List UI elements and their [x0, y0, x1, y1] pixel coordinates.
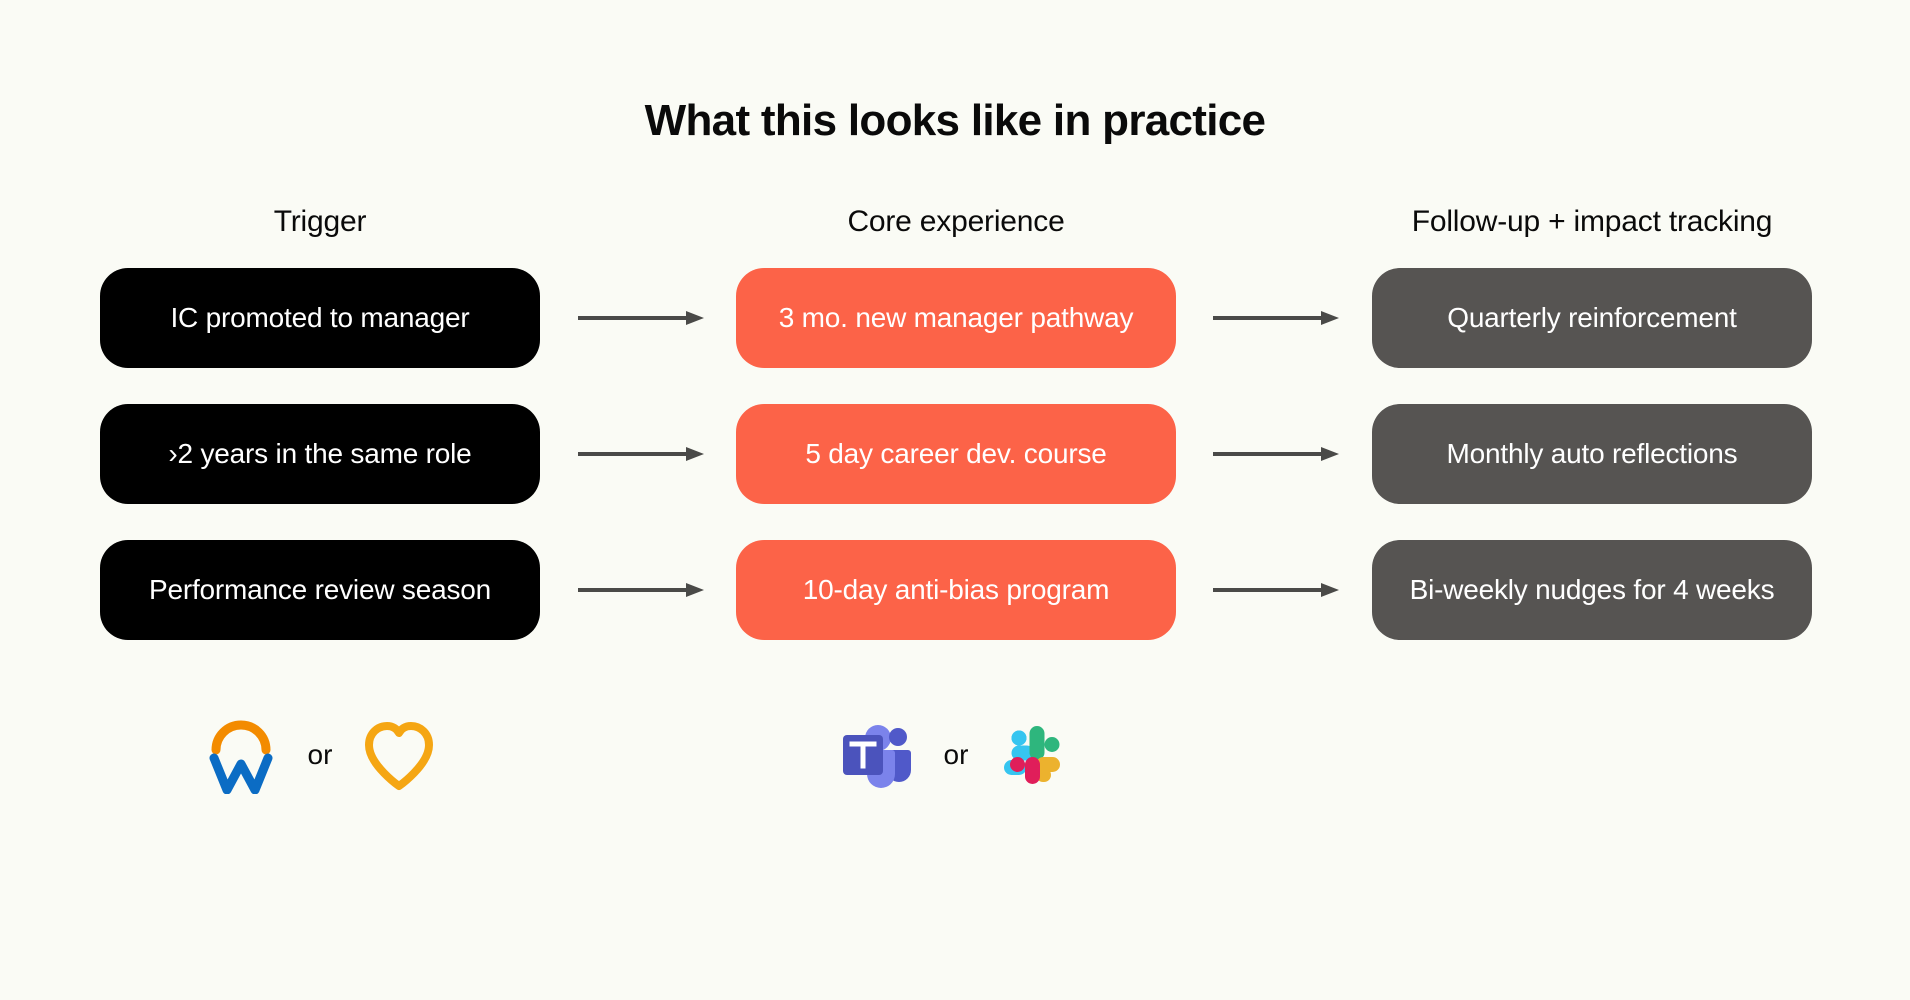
- core-experience-pill[interactable]: 3 mo. new manager pathway: [736, 268, 1176, 368]
- pipeline-row: ›2 years in the same role 5 day career d…: [0, 404, 1910, 540]
- trigger-pill[interactable]: IC promoted to manager: [100, 268, 540, 368]
- arrow-right-icon: [1213, 582, 1341, 598]
- trigger-source-logos: or: [100, 710, 540, 800]
- pipeline-grid: IC promoted to manager 3 mo. new manager…: [0, 268, 1910, 676]
- workday-logo-icon[interactable]: [202, 716, 280, 794]
- arrow-right-icon: [1213, 310, 1341, 326]
- column-header-core-experience: Core experience: [847, 205, 1065, 238]
- column-header-followup: Follow-up + impact tracking: [1411, 205, 1773, 238]
- page-title: What this looks like in practice: [644, 96, 1266, 145]
- hibob-heart-logo-icon[interactable]: [360, 716, 438, 794]
- followup-pill[interactable]: Quarterly reinforcement: [1372, 268, 1812, 368]
- pipeline-row: IC promoted to manager 3 mo. new manager…: [0, 268, 1910, 404]
- core-experience-pill[interactable]: 5 day career dev. course: [736, 404, 1176, 504]
- delivery-channel-logos: or: [736, 710, 1176, 800]
- slack-logo-icon[interactable]: [996, 716, 1074, 794]
- pipeline-row: Performance review season 10-day anti-bi…: [0, 540, 1910, 676]
- arrow-right-icon: [578, 310, 706, 326]
- or-separator-label: or: [943, 739, 969, 770]
- or-separator-label: or: [307, 739, 333, 770]
- followup-pill[interactable]: Bi-weekly nudges for 4 weeks: [1372, 540, 1812, 640]
- core-experience-pill[interactable]: 10-day anti-bias program: [736, 540, 1176, 640]
- arrow-right-icon: [578, 582, 706, 598]
- microsoft-teams-logo-icon[interactable]: [838, 716, 916, 794]
- column-header-trigger: Trigger: [273, 205, 367, 238]
- followup-pill[interactable]: Monthly auto reflections: [1372, 404, 1812, 504]
- arrow-right-icon: [1213, 446, 1341, 462]
- trigger-pill[interactable]: Performance review season: [100, 540, 540, 640]
- trigger-pill[interactable]: ›2 years in the same role: [100, 404, 540, 504]
- arrow-right-icon: [578, 446, 706, 462]
